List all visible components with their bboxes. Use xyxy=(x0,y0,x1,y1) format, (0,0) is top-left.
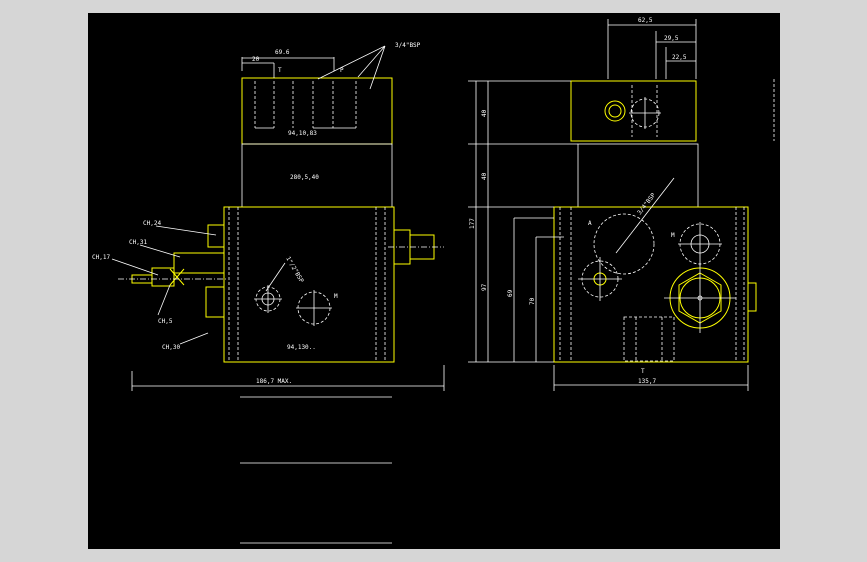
side-dim-295 xyxy=(655,31,696,79)
leader-ch17 xyxy=(111,258,159,276)
side-dim-177-label: 177 xyxy=(469,218,476,229)
side-dim-295-label: 29,5 xyxy=(664,35,679,42)
front-hidden-bores xyxy=(254,81,357,128)
side-view xyxy=(468,19,775,391)
front-label-t: T xyxy=(278,67,282,74)
side-dim-top xyxy=(607,19,697,79)
side-plug xyxy=(747,282,757,312)
side-dim-69-label: 69 xyxy=(507,289,514,297)
front-dim-top-label: 69.6 xyxy=(275,49,290,56)
front-label-bottom: 94,130.. xyxy=(287,344,316,351)
front-overall-width: 186,7 MAX. xyxy=(256,378,292,385)
leader-ch31 xyxy=(139,244,181,258)
side-dim-70 xyxy=(535,236,564,362)
front-label-p: P xyxy=(340,67,344,74)
side-dim-69 xyxy=(513,217,554,362)
front-fitting-top xyxy=(207,224,225,248)
side-dim-225-label: 22,5 xyxy=(672,54,687,61)
side-dim-225 xyxy=(665,47,696,79)
front-thread-note: 3/4"BSP xyxy=(395,42,421,49)
side-label-a: A xyxy=(588,220,592,227)
leader-ch30 xyxy=(179,332,209,345)
callout-ch17: CH,17 xyxy=(92,254,110,261)
front-fitting-mid xyxy=(173,252,225,274)
front-label-middle: 280,5,40 xyxy=(290,174,319,181)
front-fitting-cross xyxy=(169,268,185,286)
cad-drawing: 69.6 20 T P 3/4"BSP 94,10,83 280,5,40 94… xyxy=(92,17,775,544)
side-dim-overall xyxy=(553,365,749,391)
cad-viewport[interactable]: 69.6 20 T P 3/4"BSP 94,10,83 280,5,40 94… xyxy=(88,13,780,549)
side-middle-block xyxy=(577,143,699,208)
side-label-m: M xyxy=(671,232,675,239)
callout-ch30: CH,30 xyxy=(162,344,180,351)
front-top-block xyxy=(241,77,393,145)
side-dim-top-label: 62,5 xyxy=(638,17,653,24)
side-top-port xyxy=(604,100,626,122)
front-dim-overall xyxy=(131,365,445,391)
side-dim-97-label: 97 xyxy=(481,283,488,291)
side-bottom-cavity xyxy=(623,316,675,362)
callout-ch24: CH,24 xyxy=(143,220,161,227)
front-fitting-nut xyxy=(151,267,175,287)
side-top-block xyxy=(570,80,697,142)
front-hidden-lines xyxy=(228,207,386,362)
side-dim-40a-label: 40 xyxy=(481,109,488,117)
callout-ch5: CH,5 xyxy=(158,318,173,325)
title-block-lines xyxy=(240,396,392,544)
side-dim-extensions xyxy=(468,80,578,363)
side-pipe-leader xyxy=(615,177,675,254)
front-label-m: M xyxy=(334,293,338,300)
leader-ch24 xyxy=(155,225,217,236)
front-view xyxy=(111,45,445,391)
front-thread-leader xyxy=(317,45,386,90)
front-dim-20-label: 20 xyxy=(252,56,260,63)
side-dim-70-label: 70 xyxy=(529,297,536,305)
side-overall-width: 135,7 xyxy=(638,378,656,385)
front-dim-top xyxy=(241,57,335,71)
leader-ch5 xyxy=(157,284,171,316)
side-port-a xyxy=(593,213,655,275)
front-label-pipe: 1"/2"BSP xyxy=(284,256,305,285)
side-dim-40b-label: 40 xyxy=(481,172,488,180)
front-main-body xyxy=(223,206,395,363)
callout-ch31: CH,31 xyxy=(129,239,147,246)
front-label-upper: 94,10,83 xyxy=(288,130,317,137)
side-label-t: T xyxy=(641,368,645,375)
front-fitting-low xyxy=(205,286,225,318)
front-dim-20 xyxy=(242,62,275,78)
